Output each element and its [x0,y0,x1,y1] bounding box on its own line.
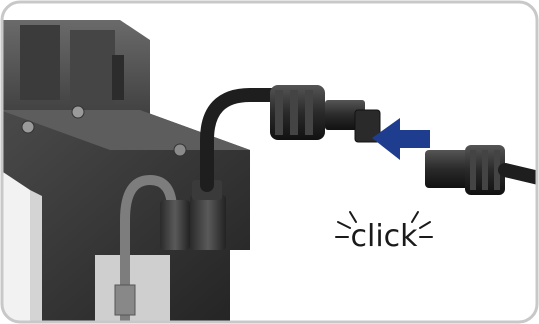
click-label: click [350,219,418,254]
